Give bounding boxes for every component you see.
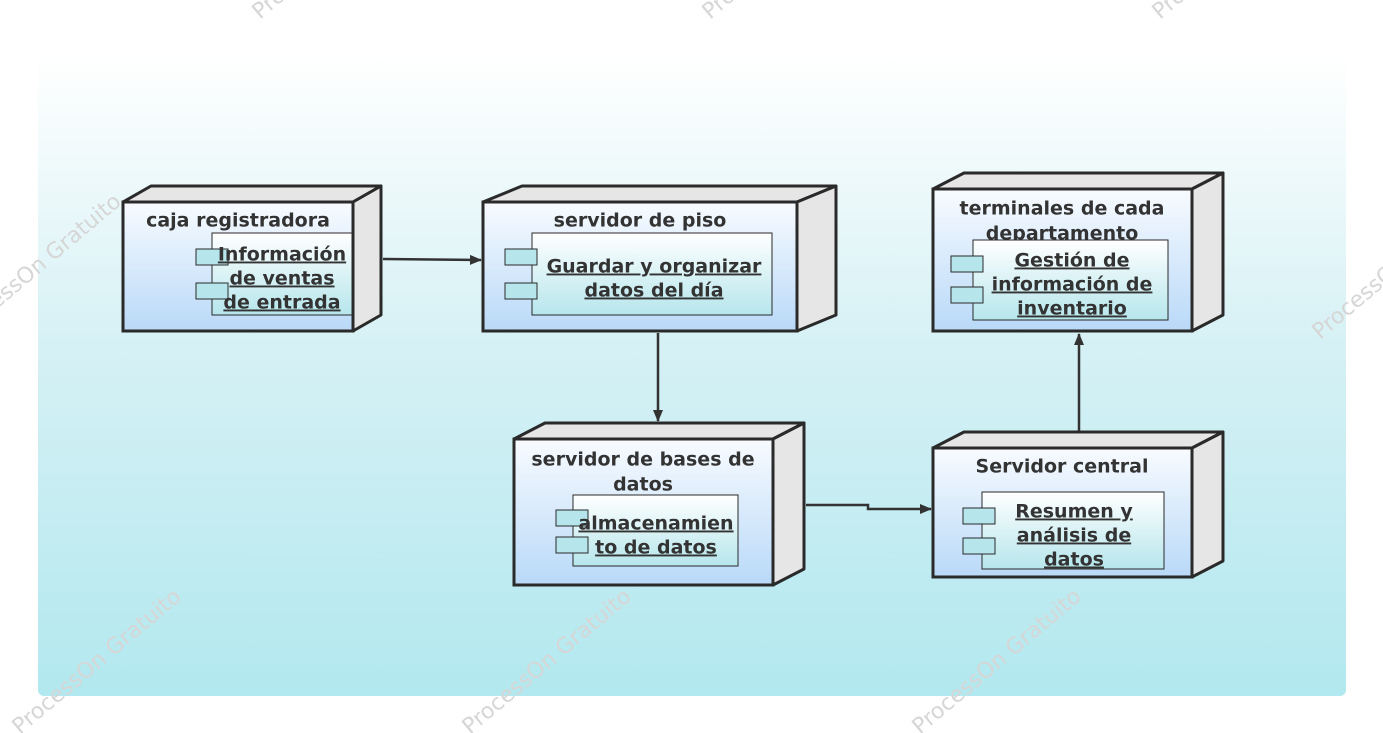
node-side-face [1190, 430, 1225, 579]
component-port-icon [504, 282, 538, 300]
component-label: Resumen y [1015, 501, 1133, 523]
node-top-face [512, 421, 806, 441]
component-port-icon [504, 248, 538, 266]
component-label: Gestión de [1014, 250, 1129, 272]
component-label: inventario [1017, 298, 1127, 320]
node-top-face [931, 171, 1225, 191]
node-title: datos [613, 474, 673, 496]
component-box [531, 232, 773, 316]
component-label: to de datos [595, 537, 717, 559]
component-box [572, 494, 739, 567]
node-top-face [931, 430, 1225, 450]
node-title: servidor de bases de [531, 449, 754, 471]
watermark-text: ProcessOn Gratuito [248, 0, 427, 25]
component-port-icon [962, 537, 996, 555]
node-side-face [351, 184, 383, 333]
edge-bases-to-central[interactable] [806, 503, 932, 514]
component-label: Información [218, 244, 346, 266]
watermark-text: ProcessOn Gratuito [698, 0, 877, 25]
component-label: de ventas [229, 268, 334, 290]
watermark-text: ProcessOn Gratuito [0, 189, 126, 344]
component-label: información de [992, 274, 1153, 296]
watermark-text: ProcessOn Gratuito [908, 584, 1087, 733]
component-box [211, 232, 353, 316]
component-port-icon [962, 507, 996, 525]
component-port-icon [950, 286, 984, 304]
component-port-icon [555, 536, 589, 554]
component-box [972, 239, 1169, 321]
component-label: de entrada [223, 292, 340, 314]
node-title: departamento [986, 223, 1139, 245]
node-title: caja registradora [146, 210, 330, 232]
diagram-canvas [38, 55, 1346, 696]
node-bases[interactable]: servidor de bases dedatosalmacenamiento … [512, 421, 806, 587]
component-label: almacenamien [578, 513, 733, 535]
node-side-face [1190, 171, 1225, 333]
watermark-text: ProcessOn Gratuito [8, 584, 187, 733]
edge-caja-to-piso[interactable] [382, 254, 482, 265]
component-port-icon [555, 509, 589, 527]
node-title: Servidor central [976, 456, 1149, 478]
watermark-text: ProcessOn Gratuito [1308, 189, 1383, 344]
component-port-icon [195, 248, 229, 266]
component-label: datos [1044, 549, 1104, 571]
node-top-face [121, 184, 383, 204]
node-title: terminales de cada [960, 198, 1165, 220]
node-side-face [771, 421, 806, 587]
component-port-icon [950, 255, 984, 273]
watermark-text: ProcessOn Gratuito [1148, 0, 1327, 25]
component-box [981, 491, 1165, 570]
component-label: Guardar y organizar [547, 256, 762, 278]
component-port-icon [195, 282, 229, 300]
node-title: servidor de piso [554, 210, 727, 232]
component-label: datos del día [584, 280, 723, 302]
node-top-face [481, 184, 838, 204]
edges-layer [382, 254, 1084, 514]
node-side-face [795, 184, 838, 333]
component-label: análisis de [1017, 525, 1131, 547]
watermark-text: ProcessOn Gratuito [458, 584, 637, 733]
